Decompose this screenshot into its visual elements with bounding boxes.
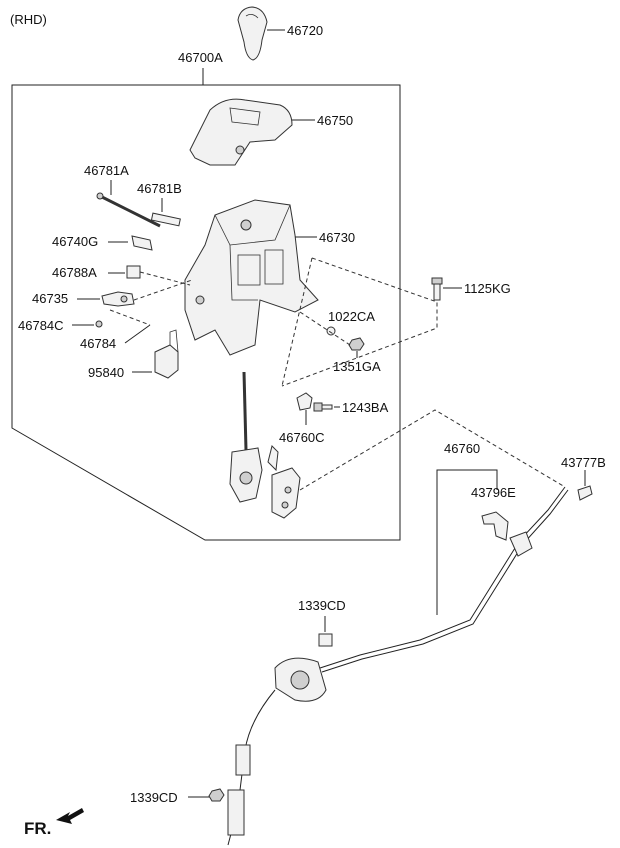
label-46781b: 46781B <box>137 181 182 196</box>
nut-1339cd-bottom-part[interactable] <box>208 788 225 802</box>
indicator-cover-part[interactable] <box>189 98 293 166</box>
shift-cable-part[interactable] <box>227 486 569 846</box>
bolt-1125kg-part[interactable] <box>431 277 443 301</box>
dash-1125kg-side <box>281 257 313 387</box>
bushing-46740g-part[interactable] <box>131 235 153 251</box>
label-46730: 46730 <box>319 230 355 245</box>
label-1339cd-bottom: 1339CD <box>130 790 178 805</box>
dash-46788a <box>139 271 191 286</box>
nut-1351ga-part[interactable] <box>348 337 365 351</box>
label-46760: 46760 <box>444 441 480 456</box>
dash-46735 <box>133 279 193 301</box>
variant-label: (RHD) <box>10 12 47 27</box>
label-46720: 46720 <box>287 23 323 38</box>
label-1022ca: 1022CA <box>328 309 375 324</box>
label-46788a: 46788A <box>52 265 97 280</box>
label-1351ga: 1351GA <box>333 359 381 374</box>
label-46784: 46784 <box>80 336 116 351</box>
label-46784c: 46784C <box>18 318 64 333</box>
lever-46735-part[interactable] <box>101 291 135 307</box>
shift-lever-part[interactable] <box>229 371 279 503</box>
pin-46781a-part[interactable] <box>96 192 161 228</box>
dash-1351ga <box>299 311 351 346</box>
label-43777b: 43777B <box>561 455 606 470</box>
pin-46781b-part[interactable] <box>150 212 181 227</box>
shift-knob-part[interactable] <box>237 6 268 61</box>
label-46781a: 46781A <box>84 163 129 178</box>
pin-46784c-part[interactable] <box>95 320 103 328</box>
label-1125kg: 1125KG <box>464 281 511 296</box>
leader-46784 <box>124 324 151 344</box>
bolt-1243ba-part[interactable] <box>313 402 333 412</box>
nut-1339cd-top-part[interactable] <box>318 633 333 647</box>
dash-1125kg <box>281 257 438 387</box>
washer-1022ca-part[interactable] <box>326 326 336 336</box>
label-46750: 46750 <box>317 113 353 128</box>
label-46735: 46735 <box>32 291 68 306</box>
switch-95840-part[interactable] <box>154 329 179 379</box>
bracket-46760c-part[interactable] <box>296 392 313 411</box>
clip-43777b-part[interactable] <box>577 485 593 501</box>
dash-46784 <box>109 309 151 326</box>
label-46760c: 46760C <box>279 430 325 445</box>
shift-lever-bracket-part[interactable] <box>184 199 319 356</box>
arrow-icon <box>56 808 84 824</box>
label-46740g: 46740G <box>52 234 98 249</box>
assembly-boundary <box>11 84 401 541</box>
leader-46760 <box>436 469 498 615</box>
front-label: FR. <box>24 819 51 838</box>
label-95840: 95840 <box>88 365 124 380</box>
label-46700a: 46700A <box>178 50 223 65</box>
detent-plate-part[interactable] <box>271 467 301 519</box>
label-1339cd-top: 1339CD <box>298 598 346 613</box>
dash-cable-link <box>299 409 566 491</box>
label-43796e: 43796E <box>471 485 516 500</box>
stopper-46788a-part[interactable] <box>126 265 141 279</box>
label-1243ba: 1243BA <box>342 400 389 415</box>
bracket-43796e-part[interactable] <box>481 511 509 541</box>
